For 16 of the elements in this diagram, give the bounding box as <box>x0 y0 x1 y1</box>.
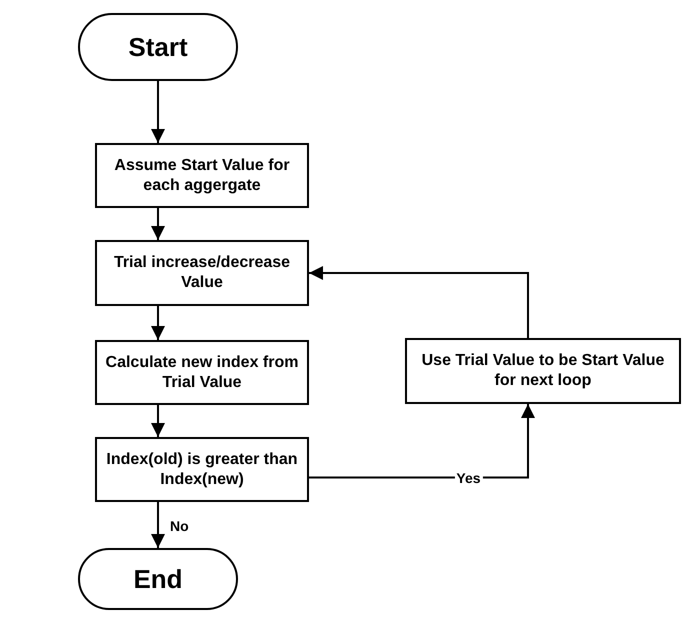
process-box: Assume Start Value for each aggergate <box>95 143 309 208</box>
arrow <box>151 405 165 437</box>
terminal-shape: Start <box>78 13 238 81</box>
edge-label: No <box>168 519 191 533</box>
arrow <box>309 404 535 478</box>
terminal-shape: End <box>78 548 238 610</box>
arrow <box>151 208 165 240</box>
arrow <box>309 266 529 338</box>
process-box: Trial increase/decrease Value <box>95 240 309 306</box>
process-box: Use Trial Value to be Start Value for next loop <box>405 338 681 404</box>
process-box: Index(old) is greater than Index(new) <box>95 437 309 502</box>
process-box: Calculate new index from Trial Value <box>95 340 309 405</box>
arrow <box>151 81 165 143</box>
arrow <box>151 502 165 548</box>
edge-label: Yes <box>454 470 483 484</box>
arrow <box>151 306 165 340</box>
